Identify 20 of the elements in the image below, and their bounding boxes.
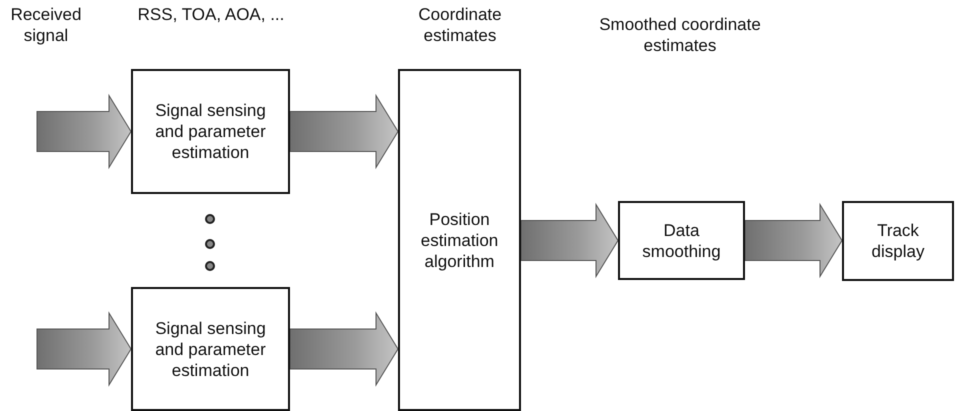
- box-label: Position estimation algorithm: [420, 208, 500, 272]
- process-box: [842, 201, 954, 281]
- process-box: [398, 69, 521, 411]
- stage-label: RSS, TOA, AOA, ...: [136, 4, 286, 25]
- process-box: [131, 69, 290, 194]
- block-arrow: [36, 94, 132, 170]
- stage-label: Smoothed coordinate estimates: [598, 14, 762, 56]
- block-arrow: [36, 311, 132, 387]
- stage-label: Received signal: [10, 4, 82, 46]
- process-box: [131, 287, 290, 411]
- box-label: Data smoothing: [641, 220, 722, 262]
- block-arrow: [744, 202, 843, 278]
- process-box: [618, 201, 745, 280]
- stage-label: Coordinate estimates: [417, 4, 503, 46]
- block-arrow: [290, 311, 399, 387]
- box-label: Signal sensing and parameter estimation: [154, 100, 267, 163]
- box-label: Signal sensing and parameter estimation: [154, 318, 267, 380]
- block-arrow: [290, 94, 399, 170]
- block-arrow: [520, 202, 619, 278]
- box-label: Track display: [870, 220, 926, 262]
